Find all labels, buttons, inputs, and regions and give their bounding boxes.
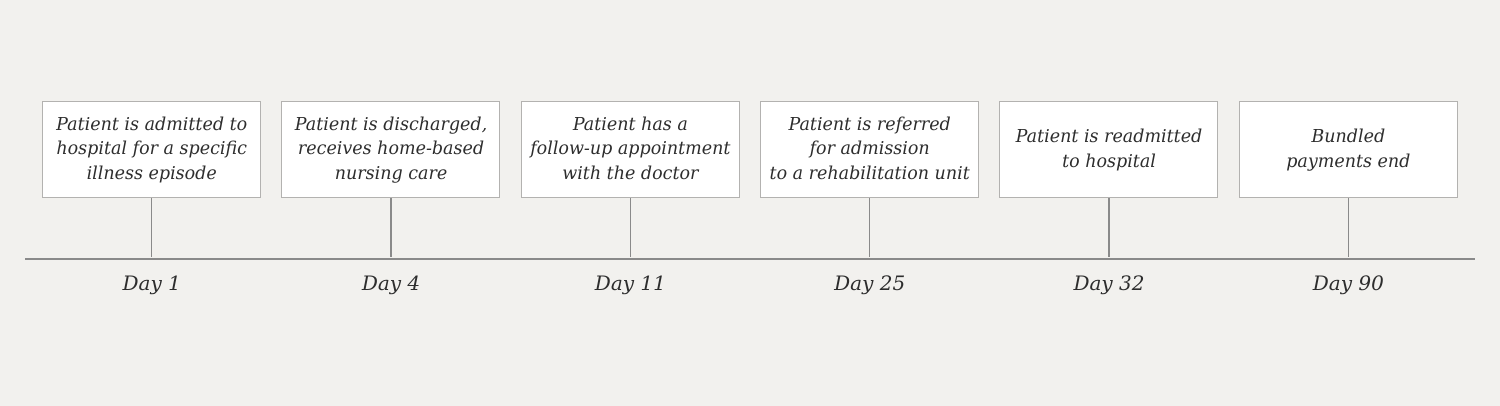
timeline-event: Bundled payments end Day 90 (1229, 101, 1468, 295)
day-label: Day 25 (834, 271, 906, 295)
timeline-axis (25, 258, 1475, 260)
event-description: Patient has a follow-up appointment with… (530, 115, 731, 184)
event-description: Patient is referred for admission to a r… (769, 115, 970, 184)
event-box: Patient is referred for admission to a r… (760, 101, 980, 198)
connector-line (1347, 198, 1350, 257)
event-description: Patient is readmitted to hospital (1015, 127, 1203, 172)
event-box: Patient is admitted to hospital for a sp… (42, 101, 262, 198)
connector-line (1108, 198, 1110, 257)
connector-line (629, 198, 632, 257)
connector-line (390, 198, 392, 257)
day-label: Day 1 (122, 271, 181, 295)
events-row: Patient is admitted to hospital for a sp… (32, 101, 1468, 295)
event-box: Bundled payments end (1238, 101, 1458, 198)
day-label: Day 90 (1312, 271, 1384, 295)
timeline-event: Patient is referred for admission to a r… (750, 101, 989, 295)
event-description: Patient is admitted to hospital for a sp… (56, 115, 248, 184)
timeline-event: Patient is discharged, receives home-bas… (271, 101, 510, 295)
connector-line (150, 198, 153, 257)
event-box: Patient has a follow-up appointment with… (520, 101, 740, 198)
timeline-event: Patient is readmitted to hospital Day 32 (989, 101, 1228, 295)
event-description: Bundled payments end (1286, 127, 1411, 172)
event-description: Patient is discharged, receives home-bas… (294, 115, 488, 184)
timeline-event: Patient has a follow-up appointment with… (511, 101, 750, 295)
event-box: Patient is discharged, receives home-bas… (281, 101, 501, 198)
timeline-event: Patient is admitted to hospital for a sp… (32, 101, 271, 295)
connector-line (868, 198, 871, 257)
day-label: Day 32 (1073, 271, 1145, 295)
event-box: Patient is readmitted to hospital (999, 101, 1219, 198)
day-label: Day 11 (594, 271, 666, 295)
day-label: Day 4 (361, 271, 421, 295)
